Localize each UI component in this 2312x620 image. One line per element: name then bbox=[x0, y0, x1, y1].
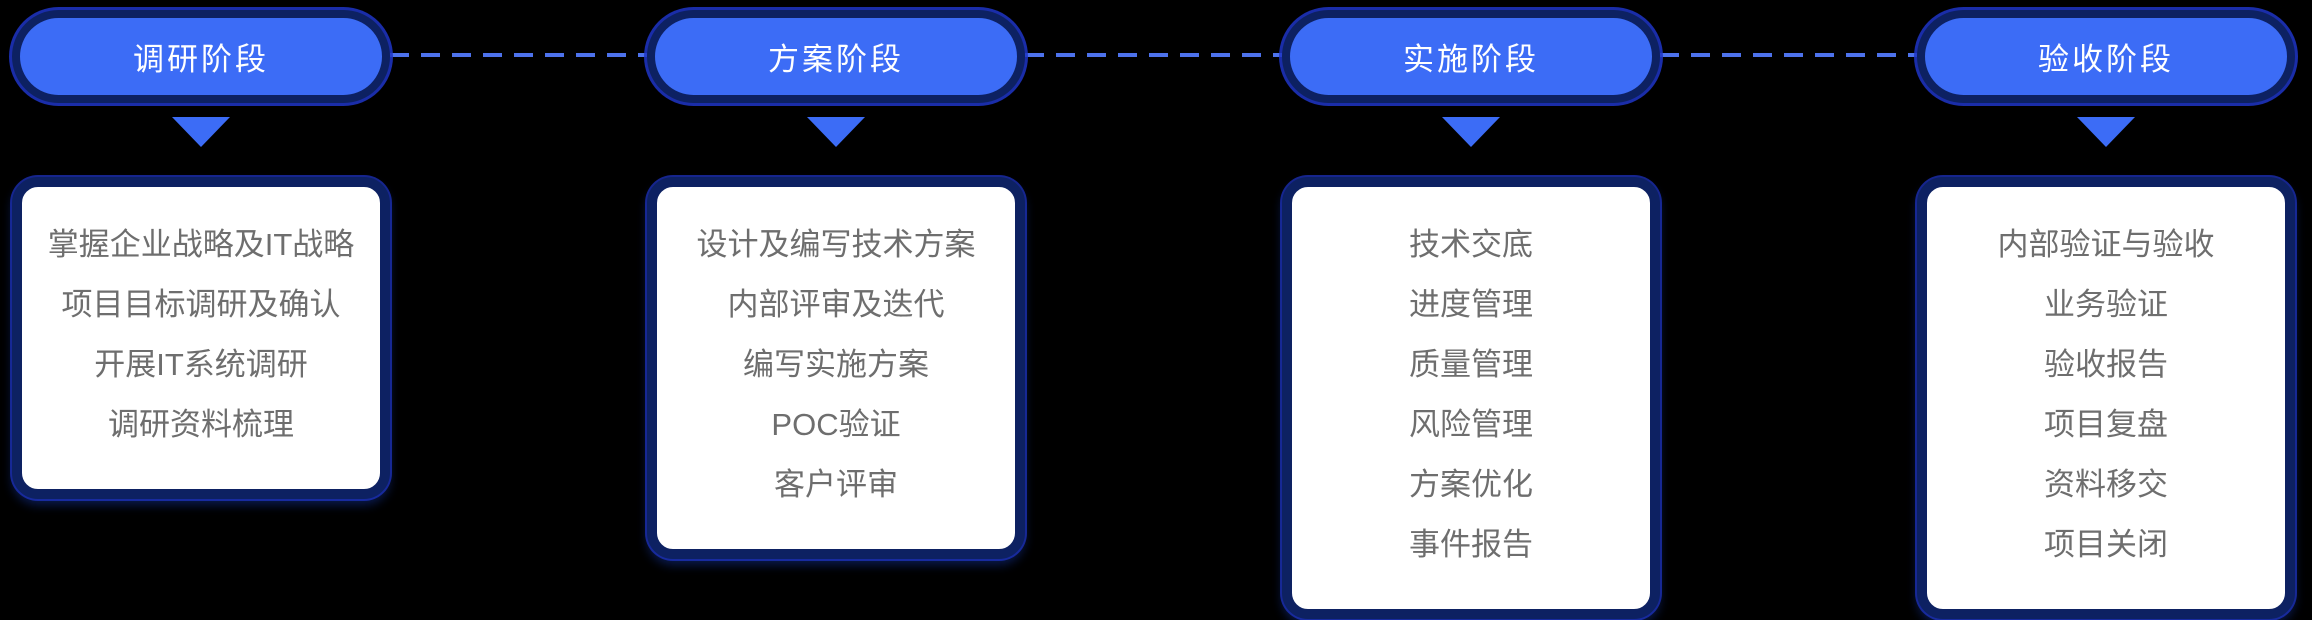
stage-column-solution: 方案阶段 设计及编写技术方案 内部评审及迭代 编写实施方案 POC验证 客户评审 bbox=[647, 10, 1025, 559]
stage-pill-label: 调研阶段 bbox=[133, 42, 269, 77]
connector-dashed-line-1 bbox=[390, 53, 647, 57]
down-arrow-icon bbox=[1442, 117, 1500, 147]
card-item: 方案优化 bbox=[1409, 467, 1533, 502]
stage-card-solution: 设计及编写技术方案 内部评审及迭代 编写实施方案 POC验证 客户评审 bbox=[647, 177, 1025, 559]
stage-pill-label: 方案阶段 bbox=[768, 42, 904, 77]
connector-dashed-line-3 bbox=[1660, 53, 1917, 57]
card-item: 编写实施方案 bbox=[743, 347, 929, 382]
down-arrow-icon bbox=[807, 117, 865, 147]
card-item: 调研资料梳理 bbox=[108, 407, 294, 442]
card-item: 进度管理 bbox=[1409, 287, 1533, 322]
card-item: 内部验证与验收 bbox=[1997, 227, 2215, 262]
stage-pill-label: 验收阶段 bbox=[2038, 42, 2174, 77]
down-arrow-icon bbox=[172, 117, 230, 147]
card-item: 事件报告 bbox=[1409, 527, 1533, 562]
stage-pill-solution: 方案阶段 bbox=[647, 10, 1025, 103]
card-item: 开展IT系统调研 bbox=[94, 347, 308, 382]
stage-card-acceptance: 内部验证与验收 业务验证 验收报告 项目复盘 资料移交 项目关闭 bbox=[1917, 177, 2295, 619]
stage-pill-implementation: 实施阶段 bbox=[1282, 10, 1660, 103]
stage-pill-acceptance: 验收阶段 bbox=[1917, 10, 2295, 103]
card-item: 掌握企业战略及IT战略 bbox=[47, 227, 355, 262]
stage-pill-label: 实施阶段 bbox=[1403, 42, 1539, 77]
card-item: 资料移交 bbox=[2044, 467, 2168, 502]
card-item: 内部评审及迭代 bbox=[727, 287, 945, 322]
card-item: 业务验证 bbox=[2044, 287, 2168, 322]
card-item: 项目复盘 bbox=[2044, 407, 2168, 442]
stage-column-research: 调研阶段 掌握企业战略及IT战略 项目目标调研及确认 开展IT系统调研 调研资料… bbox=[12, 10, 390, 499]
card-item: 技术交底 bbox=[1409, 227, 1533, 262]
stage-pill-research: 调研阶段 bbox=[12, 10, 390, 103]
card-item: 质量管理 bbox=[1409, 347, 1533, 382]
card-item: POC验证 bbox=[771, 407, 901, 442]
stage-card-research: 掌握企业战略及IT战略 项目目标调研及确认 开展IT系统调研 调研资料梳理 bbox=[12, 177, 390, 499]
down-arrow-icon bbox=[2077, 117, 2135, 147]
connector-dashed-line-2 bbox=[1025, 53, 1282, 57]
stage-column-implementation: 实施阶段 技术交底 进度管理 质量管理 风险管理 方案优化 事件报告 bbox=[1282, 10, 1660, 619]
stage-column-acceptance: 验收阶段 内部验证与验收 业务验证 验收报告 项目复盘 资料移交 项目关闭 bbox=[1917, 10, 2295, 619]
card-item: 项目关闭 bbox=[2044, 527, 2168, 562]
card-item: 客户评审 bbox=[774, 467, 898, 502]
card-item: 设计及编写技术方案 bbox=[696, 227, 976, 262]
card-item: 风险管理 bbox=[1409, 407, 1533, 442]
stage-card-implementation: 技术交底 进度管理 质量管理 风险管理 方案优化 事件报告 bbox=[1282, 177, 1660, 619]
card-item: 项目目标调研及确认 bbox=[61, 287, 341, 322]
card-item: 验收报告 bbox=[2044, 347, 2168, 382]
